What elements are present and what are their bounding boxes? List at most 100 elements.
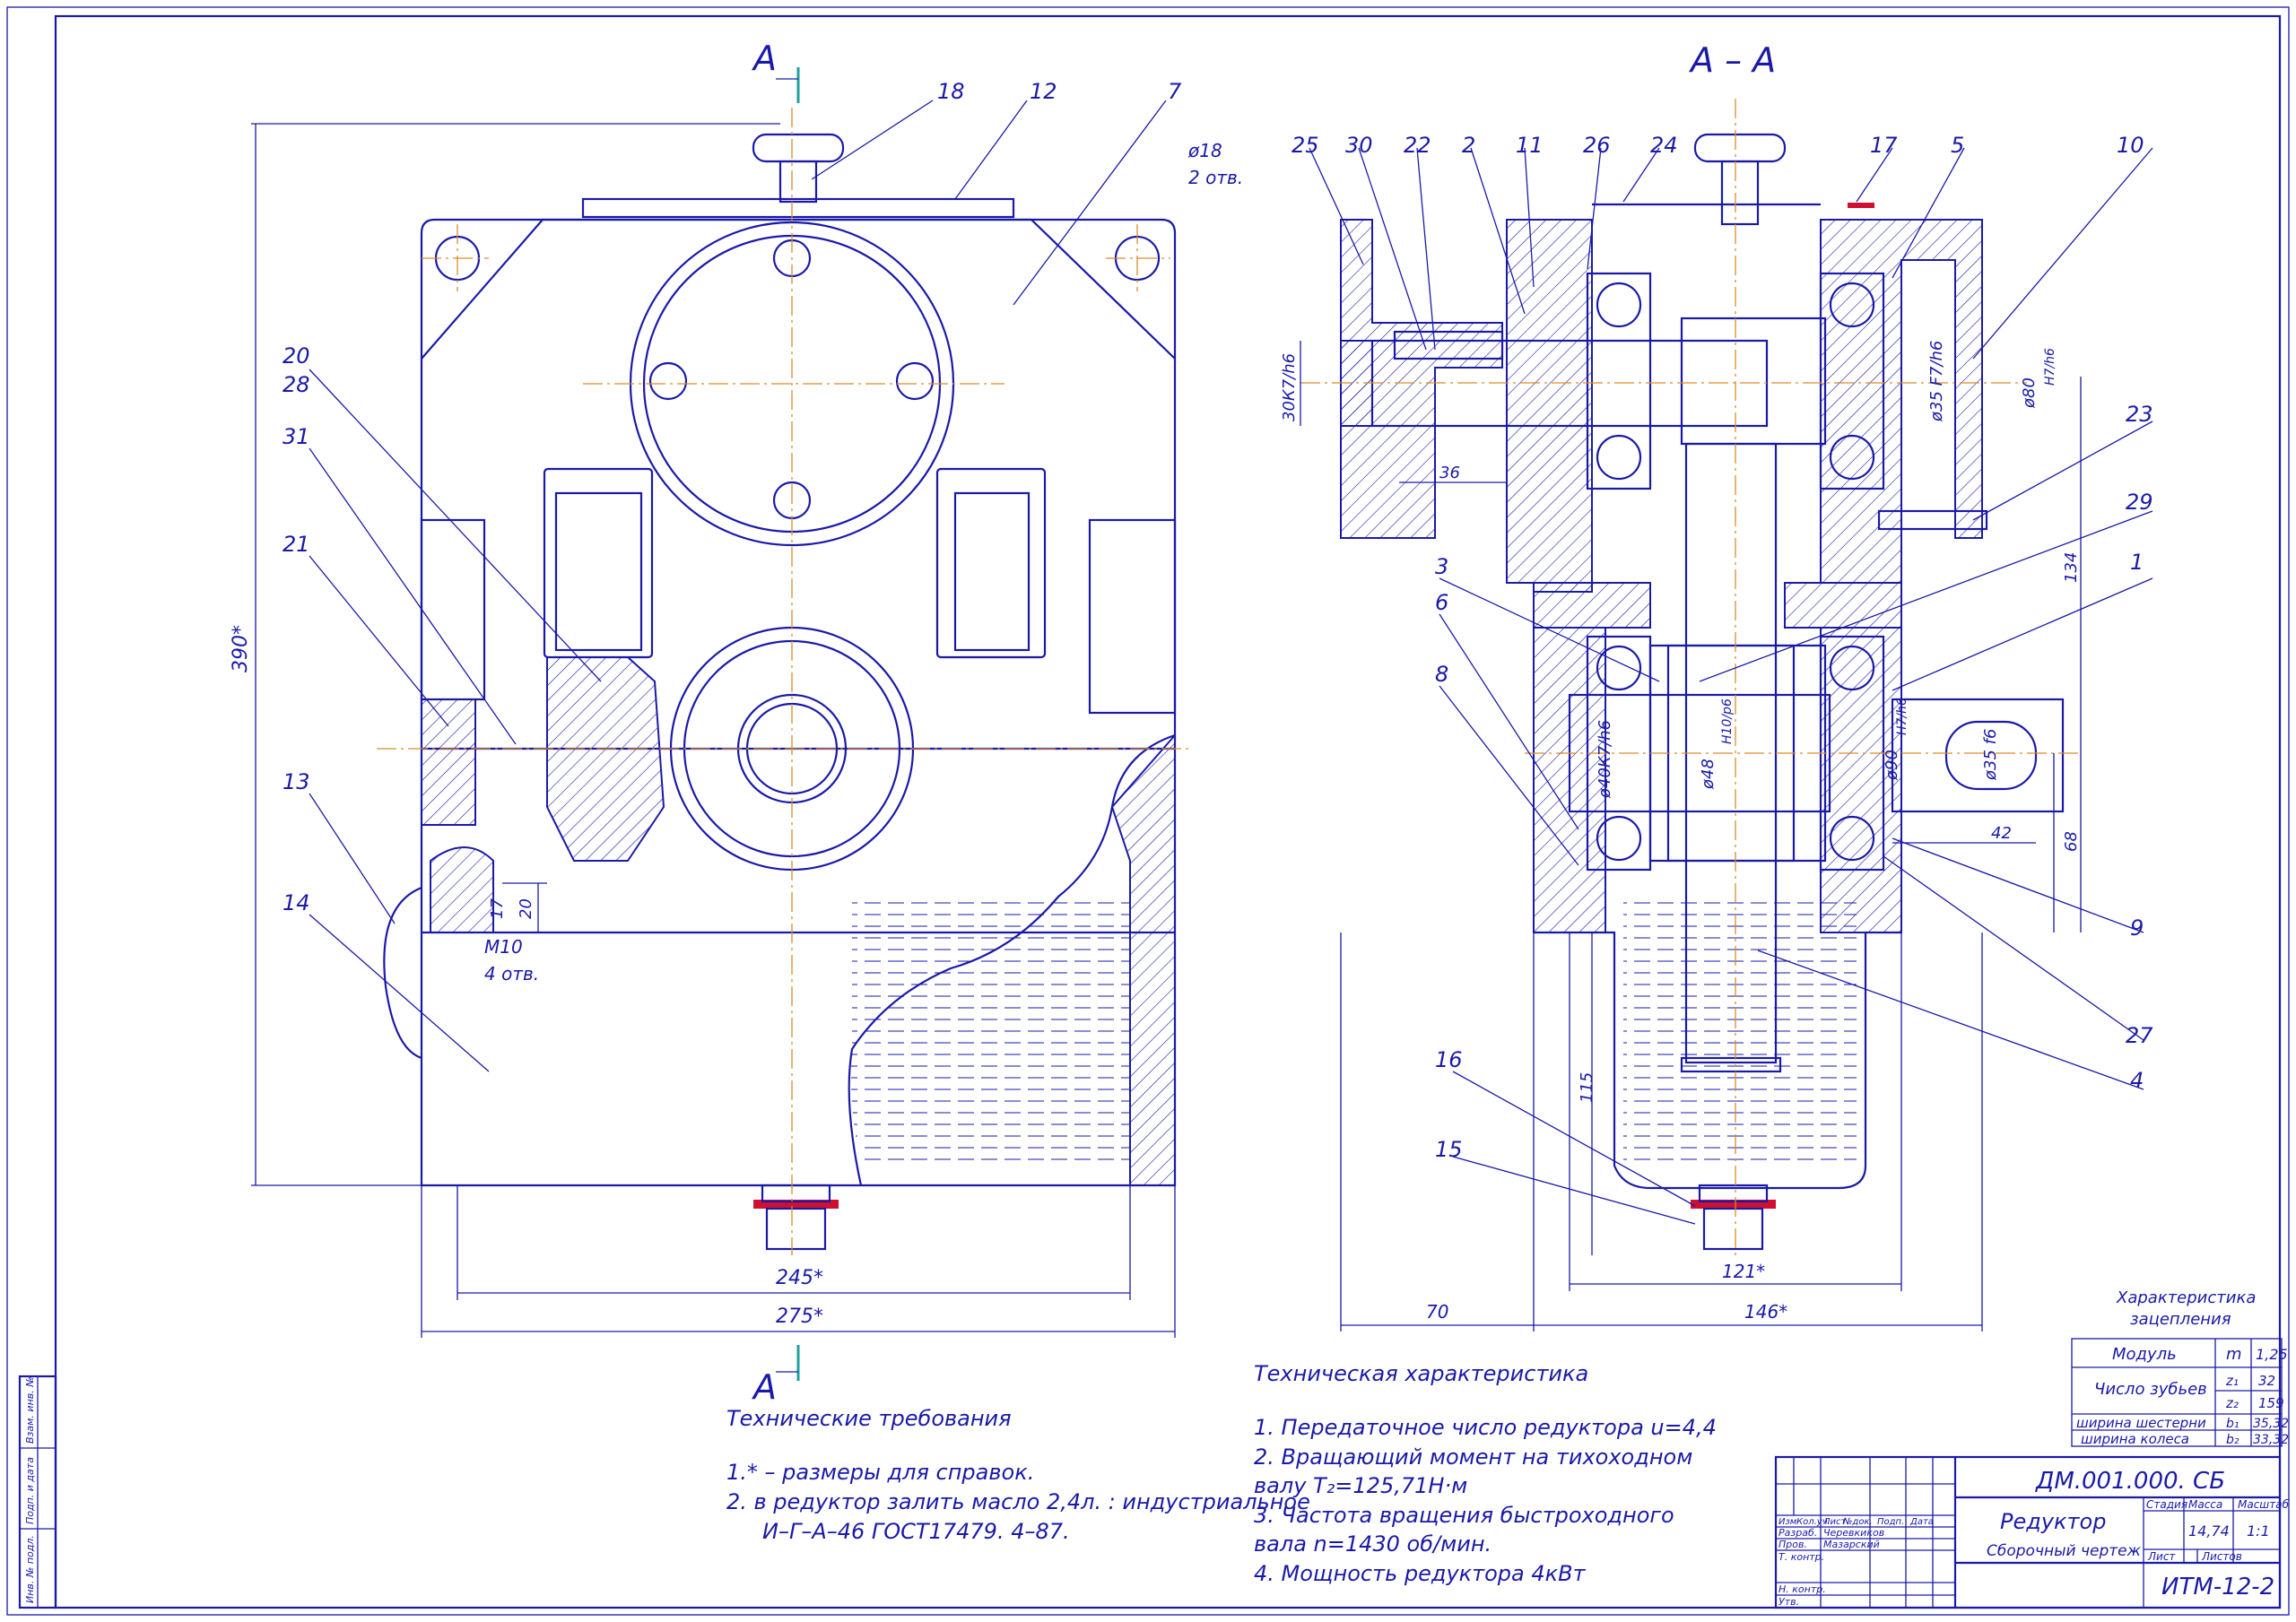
dim-134: 134 xyxy=(2062,552,2081,583)
mesh-row-name-4: ширина колеса xyxy=(2081,1431,2189,1447)
title-block xyxy=(1774,1455,2282,1609)
dim-fit-48: ø48 xyxy=(1699,759,1718,790)
dim-17: 17 xyxy=(488,898,507,919)
mesh-row-sym-1: z₁ xyxy=(2225,1373,2239,1389)
stamp-inv: Инв. № подл. xyxy=(24,1535,36,1603)
leader-29: 29 xyxy=(2126,490,2153,515)
tb-role-prov: Пров. xyxy=(1779,1539,1807,1550)
dim-hole-count: 2 отв. xyxy=(1188,167,1243,188)
leader-12: 12 xyxy=(1030,79,1057,104)
dim-thread: M10 xyxy=(484,936,523,958)
tb-role-nkontr: Н. контр. xyxy=(1779,1583,1826,1595)
cut-label-top: А xyxy=(751,39,777,78)
dim-len-36: 36 xyxy=(1439,464,1460,482)
tb-role-tkontr: Т. контр. xyxy=(1779,1551,1824,1563)
dim-146: 146* xyxy=(1744,1301,1787,1323)
tb-h-stadia: Стадия xyxy=(2146,1498,2187,1511)
leader-17: 17 xyxy=(1870,133,1898,158)
mesh-row-val-0: 1,25 xyxy=(2256,1346,2288,1363)
leader-14: 14 xyxy=(283,890,310,915)
mesh-row-sym-3: b₁ xyxy=(2226,1417,2239,1431)
title-block-subtitle: Сборочный чертеж xyxy=(1987,1542,2142,1560)
dim-fit-30: 30К7/h6 xyxy=(1280,353,1299,421)
section-title: А – А xyxy=(1688,40,1776,80)
mesh-row-val-2: 159 xyxy=(2258,1395,2284,1411)
leader-11: 11 xyxy=(1516,133,1544,158)
mesh-row-name-3: ширина шестерни xyxy=(2076,1415,2206,1431)
tb-group: ИТМ-12-2 xyxy=(2161,1574,2274,1600)
tb-h-sheet: Лист xyxy=(2147,1550,2176,1563)
front-view xyxy=(251,67,1193,1381)
dim-fit-35: ø35 F7/h6 xyxy=(1927,341,1946,422)
tb-h-masshtab: Масштаб xyxy=(2238,1498,2290,1511)
tb-h-date: Дата xyxy=(1909,1517,1934,1527)
leader-6: 6 xyxy=(1435,590,1448,615)
mesh-row-sym-0: m xyxy=(2226,1345,2242,1364)
tb-person-prov: Мазарский xyxy=(1823,1539,1880,1550)
tb-role-utv: Утв. xyxy=(1779,1596,1799,1608)
dim-width-inner: 245* xyxy=(776,1267,823,1289)
leader-5: 5 xyxy=(1951,133,1964,158)
tb-h-doc: №док. xyxy=(1842,1517,1873,1527)
cut-label-bottom: А xyxy=(751,1367,777,1407)
tech-spec-title: Техническая характеристика xyxy=(1254,1361,1588,1386)
leader-15: 15 xyxy=(1435,1137,1463,1162)
dim-fit-80: ø80 xyxy=(2020,377,2039,409)
leader-20: 20 xyxy=(283,343,310,369)
tech-spec-line-5: вала n=1430 об/мин. xyxy=(1254,1531,1492,1557)
leader-18: 18 xyxy=(937,79,965,104)
leader-28: 28 xyxy=(283,372,310,397)
leader-10: 10 xyxy=(2117,133,2144,158)
mesh-title-1: Характеристика xyxy=(2116,1288,2256,1307)
tech-spec-line-6: 4. Мощность редуктора 4кВт xyxy=(1254,1561,1587,1586)
tech-req-title: Технические требования xyxy=(726,1406,1012,1431)
mesh-row-name-1: Число зубьев xyxy=(2094,1380,2207,1399)
dim-68: 68 xyxy=(2062,831,2081,852)
tech-spec-line-2: 2. Вращающий момент на тихоходном xyxy=(1254,1444,1692,1470)
outer-frame xyxy=(6,6,2290,1616)
leader-24: 24 xyxy=(1650,133,1678,158)
mesh-row-val-4: 33,32 xyxy=(2253,1433,2289,1447)
tech-req-line-2: 2. в редуктор залить масло 2,4л. : индус… xyxy=(726,1489,1310,1514)
dim-hole-dia: ø18 xyxy=(1187,140,1222,161)
leader-2: 2 xyxy=(1462,133,1475,158)
leader-13: 13 xyxy=(283,769,310,794)
leader-16: 16 xyxy=(1435,1047,1463,1072)
tb-h-podp: Подп. xyxy=(1877,1517,1904,1527)
mesh-characteristics-table xyxy=(2071,1338,2283,1447)
dim-fit-90-frac: H7/h6 xyxy=(1895,698,1909,735)
leader-9: 9 xyxy=(2130,915,2144,941)
side-stamp xyxy=(18,1375,57,1609)
dim-20: 20 xyxy=(517,898,535,919)
leader-4: 4 xyxy=(2130,1068,2144,1093)
mesh-row-val-3: 35,32 xyxy=(2253,1417,2289,1431)
title-block-code: ДМ.001.000. СБ xyxy=(2035,1468,2225,1495)
leader-25: 25 xyxy=(1292,133,1319,158)
mesh-row-val-1: 32 xyxy=(2258,1373,2275,1389)
leader-7: 7 xyxy=(1168,79,1182,104)
tb-h-list: Лист xyxy=(1822,1517,1848,1527)
dim-width-outer: 275* xyxy=(776,1305,823,1328)
dim-fit-40: ø40К7/h6 xyxy=(1596,720,1614,799)
tb-h-kol: Кол.уч xyxy=(1796,1517,1828,1527)
tech-spec-line-3: валу T₂=125,71Н·м xyxy=(1254,1473,1467,1498)
mesh-title-2: зацепления xyxy=(2130,1310,2231,1329)
dim-fit-90: ø90 xyxy=(1883,750,1901,781)
tech-spec-line-1: 1. Передаточное число редуктора u=4,4 xyxy=(1254,1415,1717,1440)
leader-8: 8 xyxy=(1435,662,1448,687)
leader-3: 3 xyxy=(1435,554,1448,579)
dim-thread-count: 4 отв. xyxy=(484,963,539,984)
tech-req-line-3: И–Г–А–46 ГОСТ17479. 4–87. xyxy=(762,1519,1070,1544)
tech-req-line-1: 1.* – размеры для справок. xyxy=(726,1460,1034,1485)
dim-121: 121* xyxy=(1722,1261,1765,1282)
leader-21: 21 xyxy=(283,532,310,557)
leader-26: 26 xyxy=(1583,133,1611,158)
dim-fit-48-frac: H10/p6 xyxy=(1720,698,1735,744)
tb-h-massa: Масса xyxy=(2188,1498,2222,1511)
leader-22: 22 xyxy=(1404,133,1431,158)
mesh-row-sym-4: b₂ xyxy=(2226,1433,2239,1447)
leader-23: 23 xyxy=(2126,402,2153,427)
tb-h-izm: Изм xyxy=(1779,1517,1797,1527)
dim-fit-35b: ø35 f6 xyxy=(1981,729,2000,781)
